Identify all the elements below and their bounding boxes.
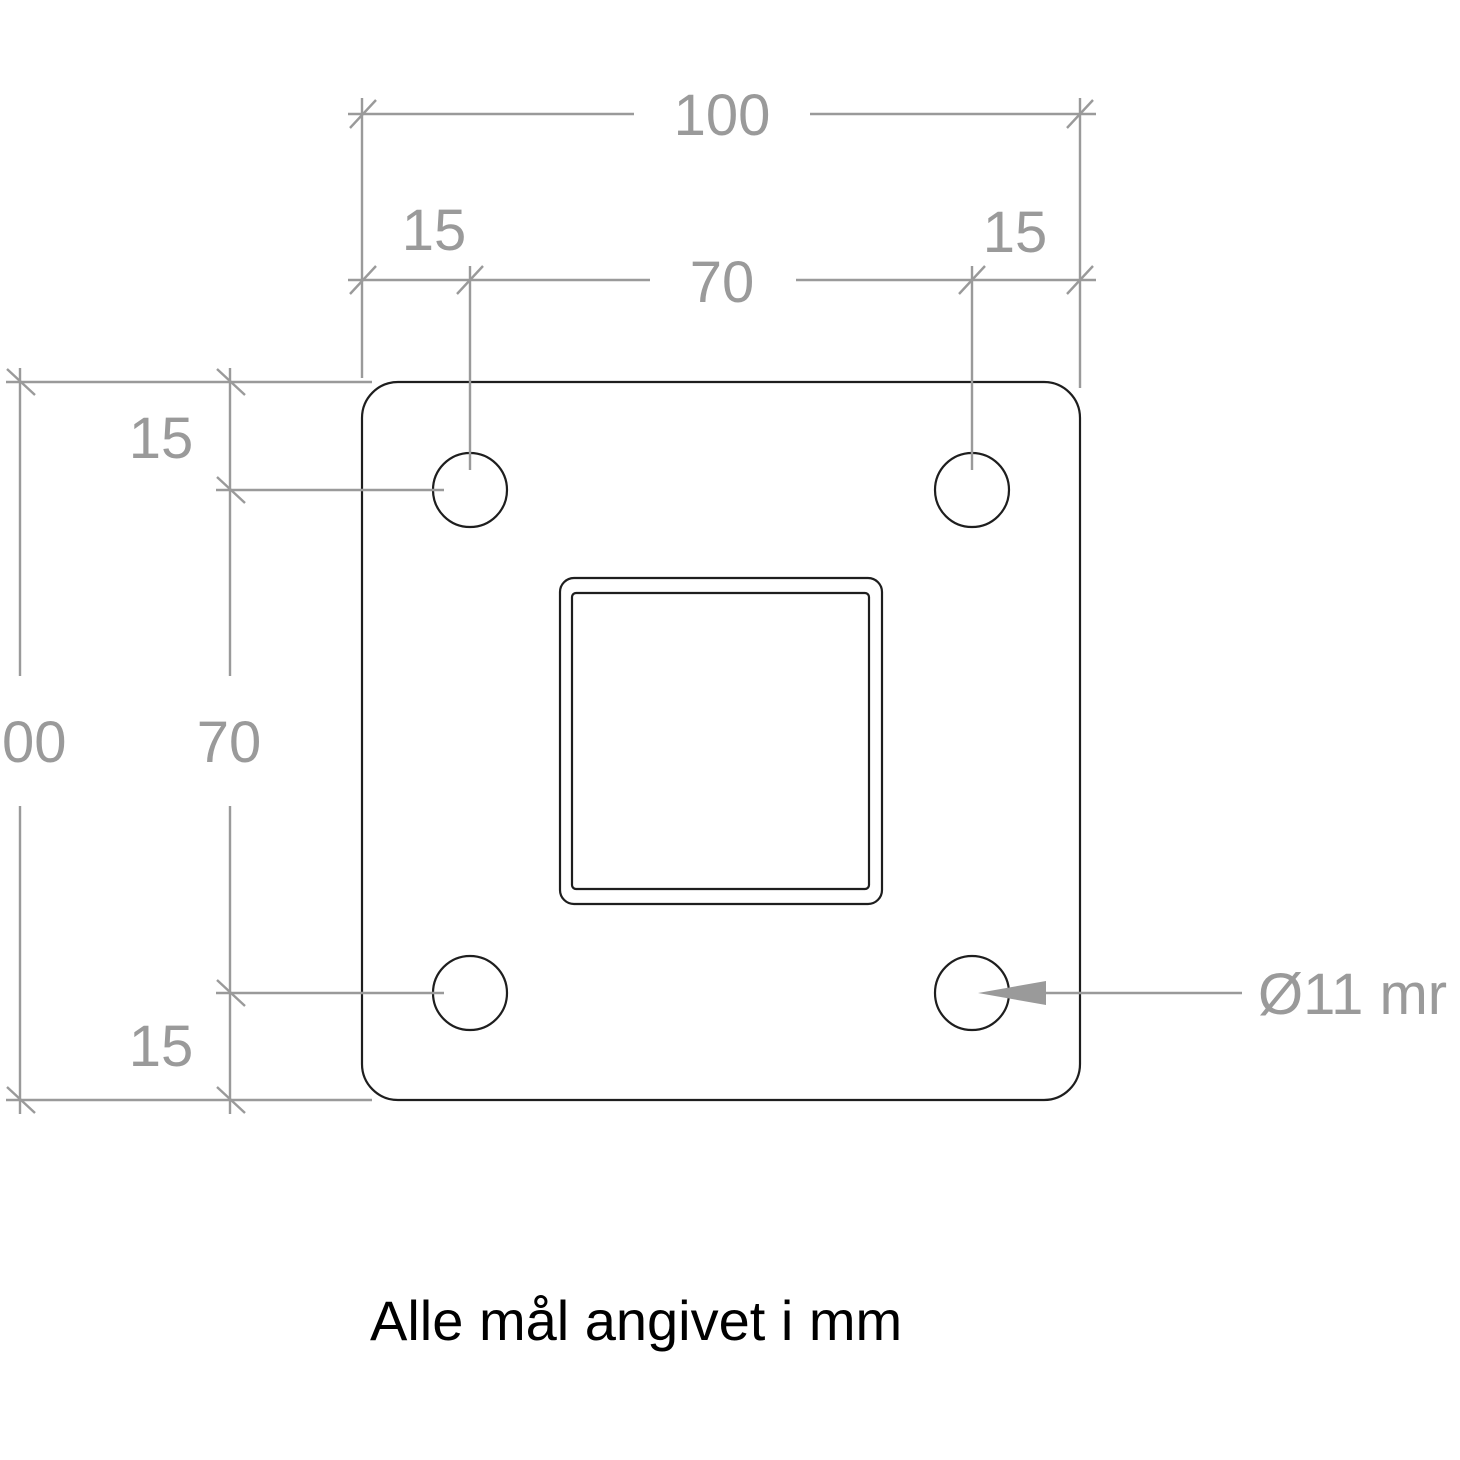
top-dimensions: 100 15 70 15 — [348, 83, 1096, 470]
left-dimensions: 00 70 15 15 — [2, 368, 444, 1114]
units-caption: Alle mål angivet i mm — [370, 1289, 902, 1352]
tick-top-chain-1 — [349, 265, 377, 295]
base-plate — [360, 380, 1082, 1102]
tick-top-chain-4 — [1066, 265, 1094, 295]
dim-top-right-edge: 15 — [983, 200, 1048, 265]
dim-top-left-edge: 15 — [402, 198, 467, 263]
dim-left-hole-spacing: 70 — [197, 710, 262, 775]
plate-outline — [360, 380, 1082, 1102]
tick-left-overall-bottom — [6, 1086, 36, 1114]
tick-left-chain-1 — [216, 368, 246, 396]
tube-inner-outline — [570, 591, 871, 891]
tick-left-chain-4 — [216, 1086, 246, 1114]
hole-diameter-callout: Ø11 mr — [978, 962, 1447, 1027]
dim-left-bottom-edge: 15 — [129, 1014, 194, 1079]
dim-left-overall: 00 — [2, 710, 67, 775]
tick-top-overall-right — [1066, 99, 1094, 129]
tube-outer-outline — [558, 576, 884, 906]
leader-arrowhead — [978, 981, 1046, 1005]
dim-top-hole-spacing: 70 — [690, 250, 755, 315]
mounting-hole-bottom-left — [431, 954, 509, 1032]
dim-hole-diameter: Ø11 mr — [1258, 962, 1447, 1027]
tick-top-overall-left — [349, 99, 377, 129]
tick-left-chain-2 — [216, 476, 246, 504]
tick-top-chain-3 — [958, 265, 986, 295]
tick-top-chain-2 — [456, 265, 484, 295]
tick-left-overall-top — [6, 368, 36, 396]
dim-left-top-edge: 15 — [129, 406, 194, 471]
tick-left-chain-3 — [216, 979, 246, 1007]
dim-top-overall: 100 — [674, 83, 771, 148]
